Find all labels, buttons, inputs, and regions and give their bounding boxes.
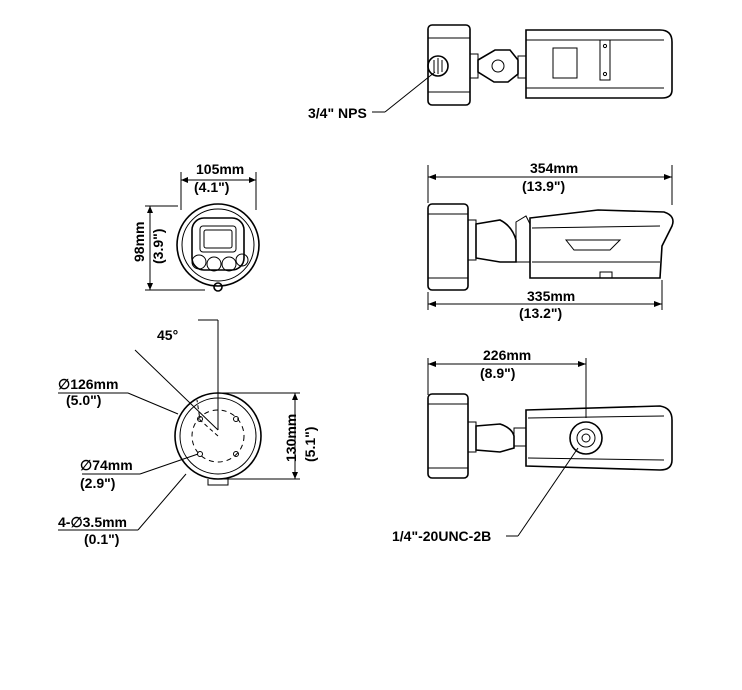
side-view: 354mm (13.9") 335mm (13.2") <box>427 160 674 321</box>
total-length-mm: 354mm <box>530 160 578 176</box>
hole-circle-in: (2.9") <box>80 475 115 491</box>
total-length-in: (13.9") <box>522 178 565 194</box>
base-height-in: (5.1") <box>302 427 318 462</box>
base-diameter-in: (5.0") <box>66 392 101 408</box>
bottom-view: 226mm (8.9") 1/4"-20UNC-2B <box>392 347 673 544</box>
mount-holes-mm: 4-∅3.5mm <box>58 514 127 530</box>
front-height-in: (3.9") <box>150 229 166 264</box>
nps-label: 3/4" NPS <box>308 105 367 121</box>
front-height-mm: 98mm <box>131 222 147 262</box>
front-view: 105mm (4.1") 98mm (3.9") <box>131 161 260 292</box>
mount-holes-in: (0.1") <box>84 531 119 547</box>
body-length-mm: 335mm <box>527 288 575 304</box>
base-view: 45° 130mm (5.1") ∅126mm (5.0") ∅74mm (2.… <box>58 319 318 547</box>
front-width-mm: 105mm <box>196 161 244 177</box>
angle-label: 45° <box>157 327 178 343</box>
bottom-length-mm: 226mm <box>483 347 531 363</box>
front-width-in: (4.1") <box>194 179 229 195</box>
body-length-in: (13.2") <box>519 305 562 321</box>
base-height-mm: 130mm <box>283 414 299 462</box>
base-diameter-mm: ∅126mm <box>58 376 118 392</box>
nps-port <box>427 55 449 77</box>
bottom-length-in: (8.9") <box>480 365 515 381</box>
unc-label: 1/4"-20UNC-2B <box>392 528 491 544</box>
hole-circle-mm: ∅74mm <box>80 457 133 473</box>
top-view: 3/4" NPS <box>308 24 673 121</box>
